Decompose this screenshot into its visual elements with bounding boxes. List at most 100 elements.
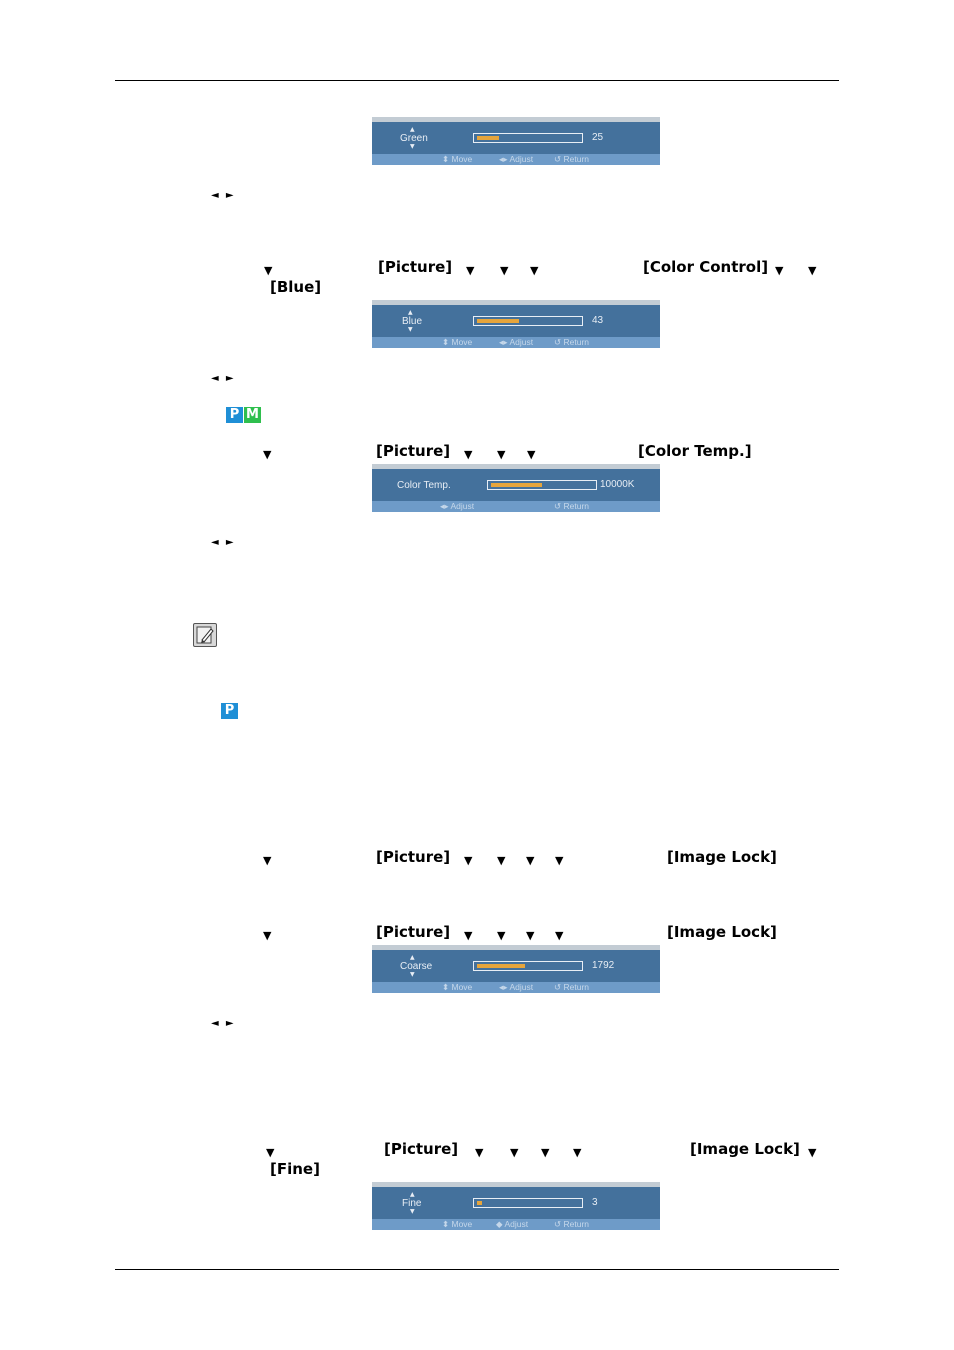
- down-arrow-icon: ▼: [263, 929, 272, 942]
- down-arrow-icon: ▼: [573, 1146, 582, 1159]
- move-hint: ⬍ Move: [442, 1219, 473, 1229]
- osd-slider[interactable]: [473, 961, 583, 971]
- osd-top-bar: [372, 945, 660, 950]
- down-arrow-icon: ▼: [526, 929, 535, 942]
- step-picture: [Picture]: [376, 848, 451, 866]
- osd-footer: ⬍ Move ◆ Adjust ↺ Return: [372, 1219, 660, 1230]
- osd-value: 1792: [592, 960, 615, 971]
- osd-value: 43: [592, 315, 604, 326]
- step-image-lock: [Image Lock]: [690, 1140, 800, 1158]
- left-right-arrows-icon: ◄ ►: [211, 373, 236, 384]
- down-arrow-icon: ▼: [497, 854, 506, 867]
- osd-value: 25: [592, 132, 604, 143]
- adjust-hint: ◂▸ Adjust: [499, 154, 534, 164]
- osd-top-bar: [372, 1182, 660, 1187]
- osd-top-bar: [372, 117, 660, 122]
- down-arrow-icon: ▼: [555, 854, 564, 867]
- osd-footer: ⬍ Move ◂▸ Adjust ↺ Return: [372, 154, 660, 165]
- move-hint: ⬍ Move: [442, 982, 473, 992]
- down-arrow-icon: ▼: [808, 264, 817, 277]
- osd-slider[interactable]: [473, 316, 583, 326]
- step-picture: [Picture]: [378, 258, 453, 276]
- adjust-hint: ◆ Adjust: [496, 1219, 529, 1229]
- return-hint: ↺ Return: [554, 337, 589, 347]
- osd-value: 10000K: [600, 479, 635, 490]
- down-caret-icon: ▼: [410, 143, 415, 150]
- pencil-icon: [196, 626, 214, 644]
- note-icon: [193, 623, 217, 647]
- osd-label: Fine: [402, 1198, 422, 1209]
- return-hint: ↺ Return: [554, 154, 589, 164]
- move-hint: ⬍ Move: [442, 337, 473, 347]
- down-arrow-icon: ▼: [266, 1146, 275, 1159]
- osd-slider-fill: [477, 964, 525, 968]
- fine-osd-panel: ▲ Fine ▼ 3 ⬍ Move ◆ Adjust ↺ Return: [372, 1182, 660, 1230]
- left-right-arrows-icon: ◄ ►: [211, 1018, 236, 1029]
- down-caret-icon: ▼: [410, 1208, 415, 1215]
- return-hint: ↺ Return: [554, 501, 589, 511]
- osd-slider-fill: [477, 319, 519, 323]
- osd-slider-fill: [477, 1201, 482, 1205]
- p-mode-badge: P: [226, 407, 243, 423]
- down-arrow-icon: ▼: [527, 448, 536, 461]
- step-fine: [Fine]: [270, 1160, 320, 1178]
- osd-label: Color Temp.: [397, 480, 451, 491]
- down-arrow-icon: ▼: [264, 264, 273, 277]
- down-arrow-icon: ▼: [510, 1146, 519, 1159]
- adjust-hint: ◂▸ Adjust: [440, 501, 475, 511]
- footer-rule: [115, 1269, 839, 1270]
- down-arrow-icon: ▼: [530, 264, 539, 277]
- down-arrow-icon: ▼: [466, 264, 475, 277]
- down-caret-icon: ▼: [408, 326, 413, 333]
- osd-top-bar: [372, 464, 660, 469]
- return-hint: ↺ Return: [554, 1219, 589, 1229]
- blue-osd-panel: ▲ Blue ▼ 43 ⬍ Move ◂▸ Adjust ↺ Return: [372, 300, 660, 348]
- down-arrow-icon: ▼: [464, 854, 473, 867]
- osd-label: Blue: [402, 316, 423, 327]
- down-arrow-icon: ▼: [541, 1146, 550, 1159]
- osd-slider-fill: [477, 136, 499, 140]
- left-right-arrows-icon: ◄ ►: [211, 190, 236, 201]
- up-caret-icon: ▲: [410, 954, 415, 961]
- p-mode-badge: P: [221, 703, 238, 719]
- up-caret-icon: ▲: [410, 1191, 415, 1198]
- osd-slider[interactable]: [487, 480, 597, 490]
- down-arrow-icon: ▼: [526, 854, 535, 867]
- header-rule: [115, 80, 839, 81]
- up-caret-icon: ▲: [410, 126, 415, 133]
- osd-value: 3: [592, 1197, 598, 1208]
- step-color-control: [Color Control]: [643, 258, 769, 276]
- osd-footer: ⬍ Move ◂▸ Adjust ↺ Return: [372, 337, 660, 348]
- step-color-temp: [Color Temp.]: [638, 442, 752, 460]
- down-arrow-icon: ▼: [263, 854, 272, 867]
- down-arrow-icon: ▼: [497, 448, 506, 461]
- osd-footer: ⬍ Move ◂▸ Adjust ↺ Return: [372, 982, 660, 993]
- move-hint: ⬍ Move: [442, 154, 473, 164]
- down-arrow-icon: ▼: [263, 448, 272, 461]
- down-arrow-icon: ▼: [500, 264, 509, 277]
- down-arrow-icon: ▼: [555, 929, 564, 942]
- down-arrow-icon: ▼: [464, 448, 473, 461]
- osd-label: Green: [400, 133, 428, 144]
- left-right-arrows-icon: ◄ ►: [211, 537, 236, 548]
- step-blue: [Blue]: [270, 278, 322, 296]
- down-caret-icon: ▼: [410, 971, 415, 978]
- adjust-hint: ◂▸ Adjust: [499, 337, 534, 347]
- osd-slider[interactable]: [473, 1198, 583, 1208]
- down-arrow-icon: ▼: [775, 264, 784, 277]
- step-image-lock: [Image Lock]: [667, 848, 777, 866]
- down-arrow-icon: ▼: [464, 929, 473, 942]
- down-arrow-icon: ▼: [808, 1146, 817, 1159]
- up-caret-icon: ▲: [408, 309, 413, 316]
- color-temp-osd-panel: Color Temp. 10000K ◂▸ Adjust ↺ Return: [372, 464, 660, 512]
- osd-slider-fill: [491, 483, 542, 487]
- down-arrow-icon: ▼: [475, 1146, 484, 1159]
- osd-label: Coarse: [400, 961, 433, 972]
- osd-top-bar: [372, 300, 660, 305]
- osd-slider[interactable]: [473, 133, 583, 143]
- return-hint: ↺ Return: [554, 982, 589, 992]
- osd-footer: ◂▸ Adjust ↺ Return: [372, 501, 660, 512]
- step-picture: [Picture]: [376, 442, 451, 460]
- green-osd-panel: ▲ Green ▼ 25 ⬍ Move ◂▸ Adjust ↺ Return: [372, 117, 660, 165]
- coarse-osd-panel: ▲ Coarse ▼ 1792 ⬍ Move ◂▸ Adjust ↺ Retur…: [372, 945, 660, 993]
